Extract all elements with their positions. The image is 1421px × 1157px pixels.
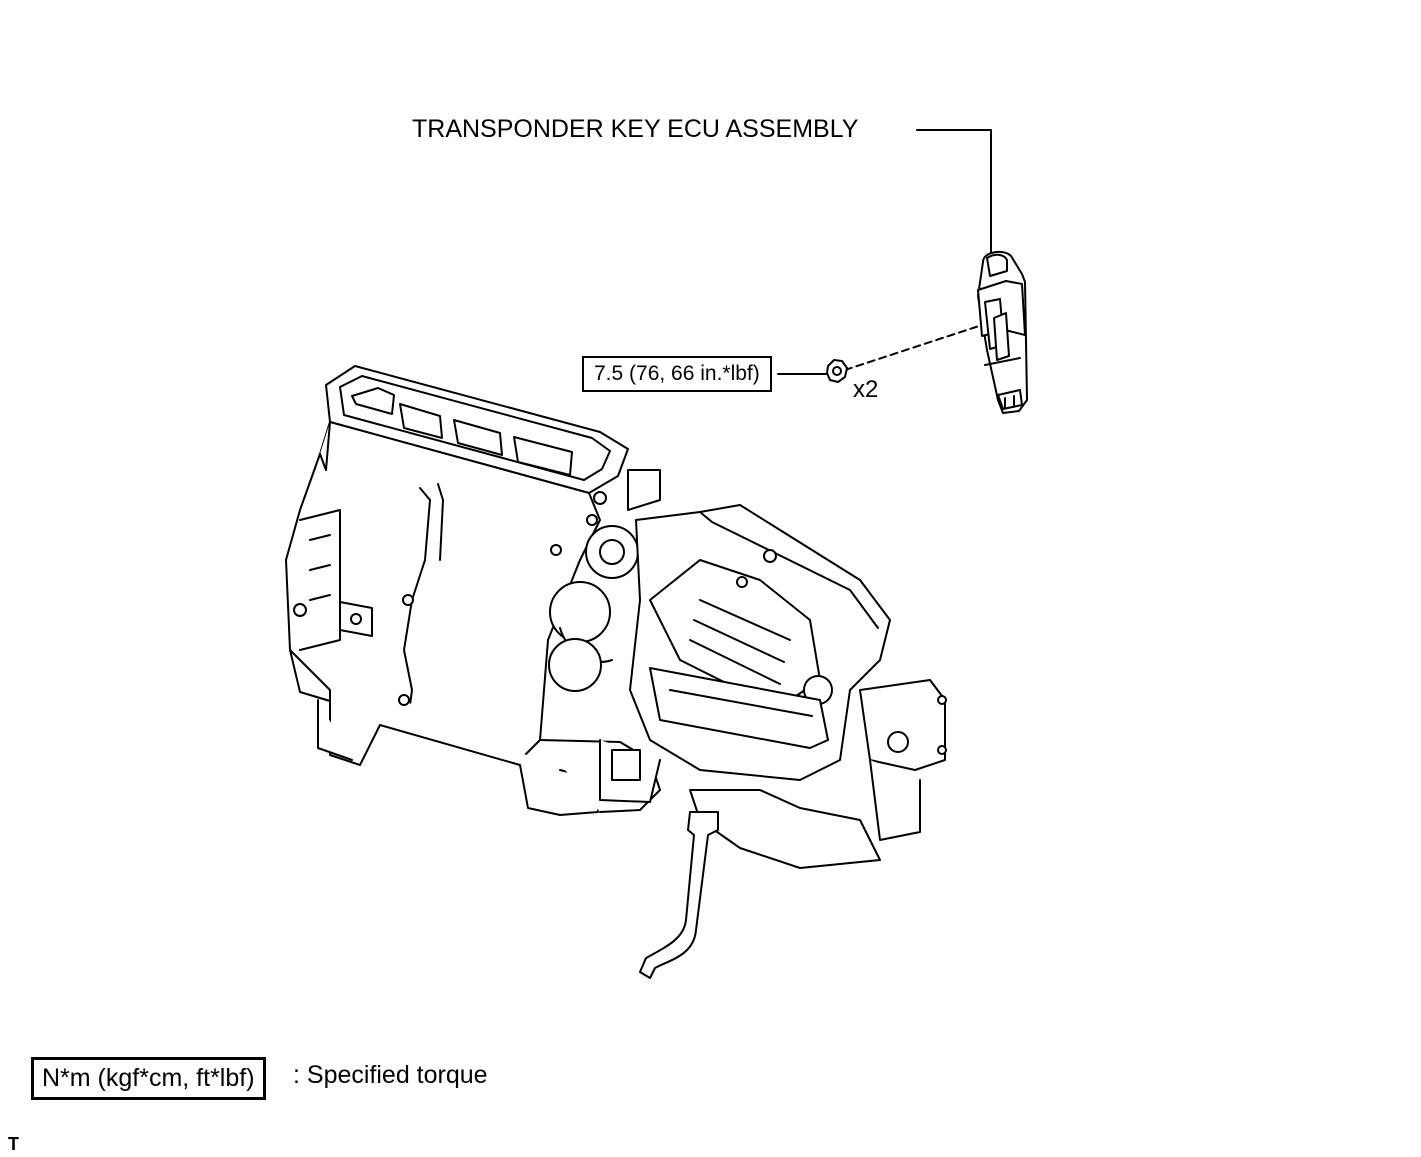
transponder-key-ecu-icon [977,250,1028,414]
legend-unit-box: N*m (kgf*cm, ft*lbf) [31,1057,266,1100]
torque-spec-box: 7.5 (76, 66 in.*lbf) [582,356,772,392]
install-dashed-line [844,324,983,371]
legend-description: : Specified torque [293,1061,488,1089]
nut-quantity-label: x2 [853,376,879,403]
nut-icon [826,359,848,383]
air-conditioning-unit-icon [285,365,947,979]
ecu-assembly-label: TRANSPONDER KEY ECU ASSEMBLY [412,115,859,143]
ecu-leader-line [916,129,992,256]
corner-mark: T [8,1134,19,1154]
